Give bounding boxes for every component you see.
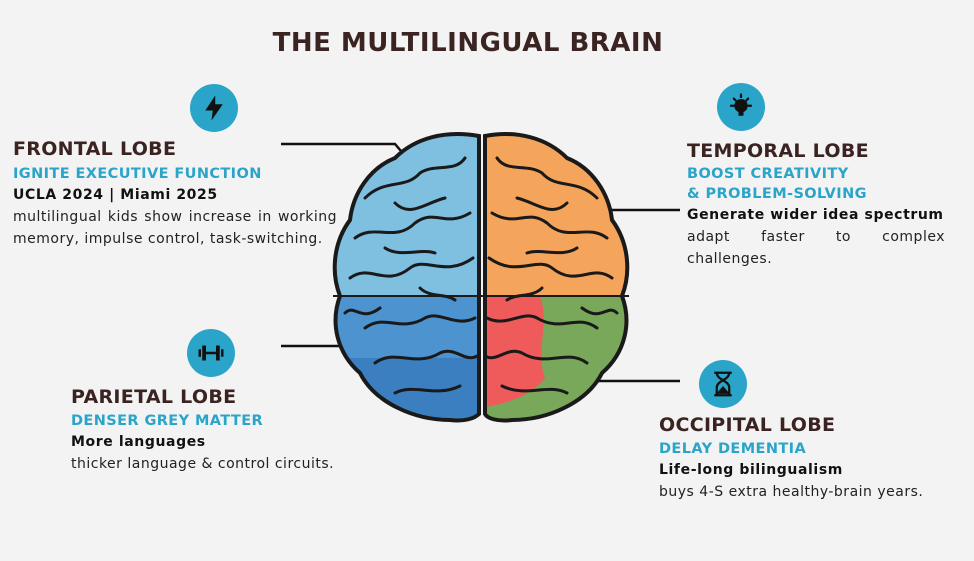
parietal-lobe-subheading: DENSER GREY MATTER	[71, 413, 264, 429]
occipital-lobe-subheading: DELAY DEMENTIA	[659, 441, 807, 457]
frontal-lobe-heading: FRONTAL LOBE	[13, 138, 177, 160]
frontal-lobe-section: FRONTAL LOBE IGNITE EXECUTIVE FUNCTION U…	[13, 138, 337, 250]
hourglass-icon	[699, 360, 747, 408]
frontal-lobe-body: multilingual kids show increase in worki…	[13, 209, 337, 247]
brain-illustration	[332, 132, 630, 423]
left-hemisphere	[334, 134, 479, 421]
temporal-lobe-lead: Generate wider idea spectrum	[687, 207, 944, 223]
lightning-bolt-icon	[190, 84, 238, 132]
parietal-lobe-body: thicker language & control circuits.	[71, 456, 335, 472]
right-hemisphere	[485, 134, 628, 421]
parietal-lobe-lead: More languages	[71, 434, 206, 450]
frontal-lobe-subheading: IGNITE EXECUTIVE FUNCTION	[13, 166, 262, 182]
occipital-lobe-heading: OCCIPITAL LOBE	[659, 414, 836, 436]
dumbbell-icon	[187, 329, 235, 377]
temporal-lobe-subheading-2: & PROBLEM-SOLVING	[687, 186, 867, 202]
occipital-lobe-section: OCCIPITAL LOBE DELAY DEMENTIA Life-long …	[659, 414, 959, 503]
parietal-lobe-section: PARIETAL LOBE DENSER GREY MATTER More la…	[71, 386, 391, 475]
occipital-lobe-body: buys 4-S extra healthy-brain years.	[659, 484, 924, 500]
lightbulb-icon	[717, 83, 765, 131]
frontal-lobe-source: UCLA 2024 | Miami 2025	[13, 187, 218, 203]
occipital-lobe-lead: Life-long bilingualism	[659, 462, 843, 478]
temporal-lobe-heading: TEMPORAL LOBE	[687, 140, 869, 162]
temporal-lobe-body: adapt faster to complex challenges.	[687, 229, 945, 267]
temporal-lobe-subheading-1: BOOST CREATIVITY	[687, 166, 849, 182]
page-title: THE MULTILINGUAL BRAIN	[272, 28, 664, 58]
parietal-lobe-heading: PARIETAL LOBE	[71, 386, 237, 408]
temporal-lobe-section: TEMPORAL LOBE BOOST CREATIVITY & PROBLEM…	[687, 140, 945, 270]
